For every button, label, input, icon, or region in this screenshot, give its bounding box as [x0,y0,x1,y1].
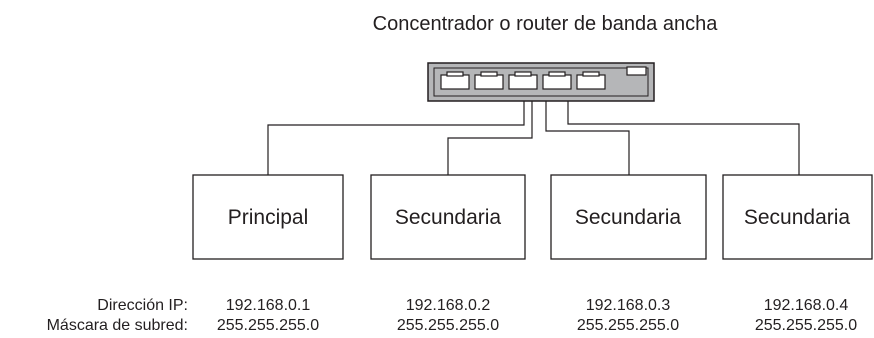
cables [267,101,800,175]
ip-address: 192.168.0.2 [406,297,491,314]
computer-label: Secundaria [575,206,682,229]
subnet-mask: 255.255.255.0 [397,317,499,334]
ip-address: 192.168.0.3 [586,297,671,314]
cable-3 [545,101,630,175]
subnet-mask: 255.255.255.0 [755,317,857,334]
computer-box-secundaria-3 [722,174,873,260]
diagram-title: Concentrador o router de banda ancha [373,13,719,35]
cable-2 [447,101,533,175]
computer-label: Secundaria [395,206,502,229]
ip-address: 192.168.0.1 [226,297,311,314]
cable-4 [567,101,800,175]
router-panel [433,67,649,97]
computer-label: Principal [228,206,309,229]
port-1 [440,71,470,90]
port-5 [576,71,606,90]
cable-1 [267,101,525,175]
computer-box-principal [192,174,344,260]
port-3 [508,71,538,90]
port-2 [474,71,504,90]
computer-label: Secundaria [744,206,851,229]
router-hub [427,62,655,102]
port-4 [542,71,572,90]
computer-box-secundaria-2 [550,174,707,260]
computer-box-secundaria-1 [370,174,526,260]
subnet-mask: 255.255.255.0 [217,317,319,334]
ip-row-label: Dirección IP: [97,297,188,314]
router-led [626,66,647,76]
mask-row-label: Máscara de subred: [47,317,188,334]
ip-address: 192.168.0.4 [764,297,849,314]
subnet-mask: 255.255.255.0 [577,317,679,334]
router-ports [440,71,606,90]
